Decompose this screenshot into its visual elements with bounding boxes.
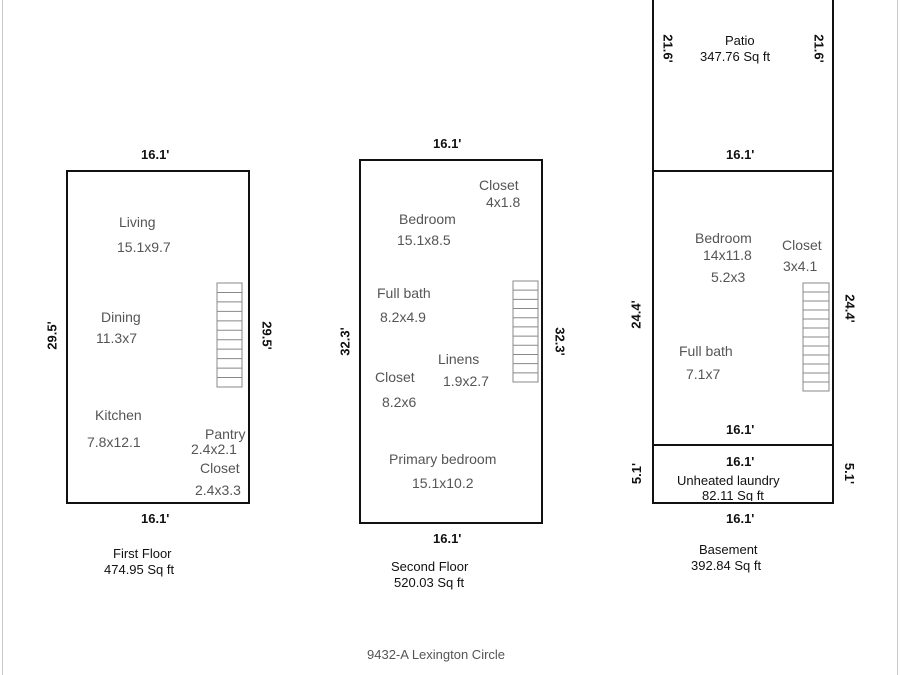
room-pantry-name: Pantry: [205, 426, 246, 442]
room-closet-mid-size: 8.2x6: [382, 394, 417, 410]
room-laundry-name: Unheated laundry: [677, 473, 780, 488]
room-basement-fullbath-size: 7.1x7: [686, 366, 721, 382]
room-bedroom-name: Bedroom: [399, 211, 456, 227]
second-floor-title: Second Floor: [391, 559, 469, 574]
room-basement-bedroom-size2: 5.2x3: [711, 269, 746, 285]
second-floor-dim-left: 32.3': [337, 327, 353, 356]
second-floor-dim-right: 32.3': [552, 327, 568, 356]
room-basement-closet-name: Closet: [782, 237, 822, 253]
room-closet-mid-name: Closet: [375, 369, 415, 385]
room-linens-size: 1.9x2.7: [443, 373, 489, 389]
room-dining-name: Dining: [101, 309, 141, 325]
room-primary-bedroom-size: 15.1x10.2: [412, 475, 474, 491]
room-fullbath-name: Full bath: [377, 285, 431, 301]
address: 9432-A Lexington Circle: [367, 647, 506, 662]
room-closet-top-size: 4x1.8: [486, 194, 521, 210]
laundry-dim-left: 5.1': [629, 462, 645, 485]
second-floor-outline: [359, 159, 543, 524]
basement-dim-left: 24.4': [628, 300, 644, 329]
first-floor-dim-bottom: 16.1': [141, 511, 170, 526]
second-floor-dim-top: 16.1': [433, 136, 462, 151]
first-floor-dim-top: 16.1': [141, 147, 170, 162]
first-floor-outline: [66, 170, 250, 504]
second-floor-dim-bottom: 16.1': [433, 531, 462, 546]
room-fullbath-size: 8.2x4.9: [380, 309, 426, 325]
patio-dim-right: 21.6': [811, 34, 827, 63]
basement-dim-top: 16.1': [726, 147, 755, 162]
first-floor-dim-left: 29.5': [44, 321, 60, 350]
room-living-size: 15.1x9.7: [117, 239, 171, 255]
room-basement-bedroom-size: 14x11.8: [703, 247, 752, 263]
room-closet-top-name: Closet: [479, 177, 519, 193]
patio-title: Patio: [725, 33, 755, 48]
patio-dim-left: 21.6': [660, 34, 676, 63]
room-primary-bedroom-name: Primary bedroom: [389, 451, 497, 467]
patio-outline: [652, 0, 834, 172]
first-floor-area: 474.95 Sq ft: [104, 562, 175, 577]
room-dining-size: 11.3x7: [96, 330, 137, 346]
basement-area: 392.84 Sq ft: [691, 558, 762, 573]
basement-title: Basement: [699, 542, 758, 557]
basement-dim-bottom: 16.1': [726, 422, 755, 437]
room-linens-name: Linens: [438, 351, 480, 367]
left-border: [2, 0, 3, 675]
room-basement-bedroom-name: Bedroom: [695, 230, 752, 246]
laundry-dim-top: 16.1': [726, 454, 755, 469]
patio-area: 347.76 Sq ft: [700, 49, 771, 64]
room-laundry-area: 82.11 Sq ft: [702, 489, 764, 501]
first-floor-dim-right: 29.5': [259, 321, 275, 350]
basement-dim-right: 24.4': [842, 294, 858, 323]
room-bedroom-size: 15.1x8.5: [397, 232, 451, 248]
second-floor-stairs: [512, 280, 539, 383]
laundry-dim-bottom: 16.1': [726, 511, 755, 526]
first-floor-title: First Floor: [113, 546, 172, 561]
room-closet-size: 2.4x3.3: [195, 482, 241, 498]
room-closet-name: Closet: [200, 460, 240, 476]
first-floor-stairs: [216, 282, 243, 388]
room-pantry-size: 2.4x2.1: [191, 441, 237, 457]
room-kitchen-size: 7.8x12.1: [87, 434, 141, 450]
room-kitchen-name: Kitchen: [95, 407, 142, 423]
laundry-dim-right: 5.1': [842, 462, 858, 485]
room-living-name: Living: [119, 214, 156, 230]
second-floor-area: 520.03 Sq ft: [394, 575, 465, 590]
laundry-outline: [652, 444, 834, 504]
right-border: [897, 0, 898, 675]
room-basement-fullbath-name: Full bath: [679, 343, 733, 359]
room-basement-closet-size: 3x4.1: [783, 258, 818, 274]
